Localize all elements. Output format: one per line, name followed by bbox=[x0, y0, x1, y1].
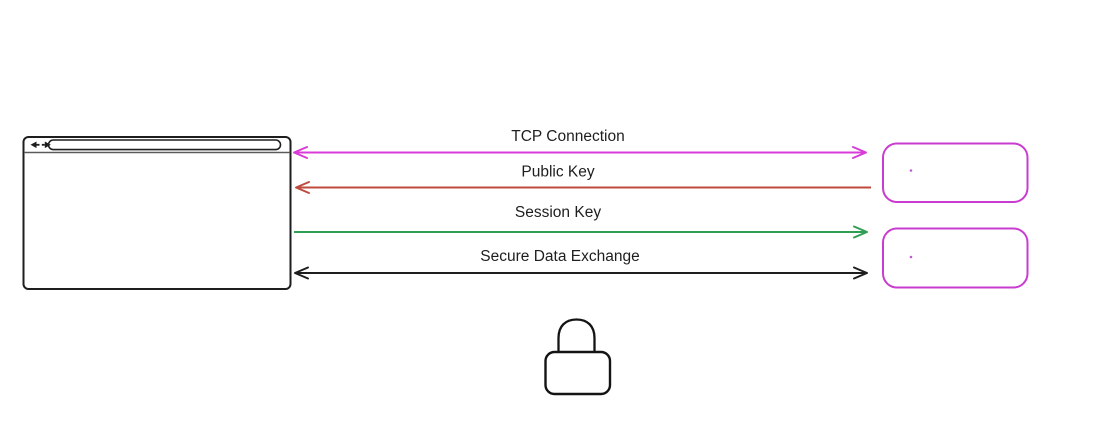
server-box-2-dot bbox=[909, 255, 913, 259]
message-session-key: Session Key bbox=[294, 204, 868, 239]
address-bar bbox=[47, 139, 282, 151]
server-box-1-frame bbox=[882, 142, 1029, 203]
server-box-2-frame bbox=[882, 227, 1029, 289]
message-tcp-connection: TCP Connection bbox=[293, 128, 867, 159]
secure-data-exchange-arrowhead-right bbox=[853, 266, 868, 280]
session-key-label: Session Key bbox=[515, 204, 601, 221]
public-key-label: Public Key bbox=[521, 164, 594, 181]
server-box-2 bbox=[882, 227, 1029, 289]
secure-data-exchange-arrowhead-left bbox=[294, 266, 309, 280]
back-arrow-icon bbox=[30, 141, 40, 149]
tcp-connection-arrowhead-right bbox=[852, 146, 867, 159]
padlock-shackle bbox=[557, 318, 596, 356]
browser-frame bbox=[22, 136, 292, 290]
tcp-connection-label: TCP Connection bbox=[511, 128, 624, 145]
message-public-key: Public Key bbox=[295, 164, 871, 194]
message-secure-data-exchange: Secure Data Exchange bbox=[294, 248, 868, 280]
back-arrow-head bbox=[30, 141, 37, 149]
padlock-icon bbox=[544, 318, 612, 396]
public-key-arrowhead-left bbox=[295, 181, 310, 194]
server-box-1 bbox=[882, 142, 1029, 203]
session-key-arrowhead-right bbox=[853, 225, 868, 239]
padlock-body bbox=[544, 350, 612, 396]
tcp-connection-arrowhead-left bbox=[293, 146, 308, 159]
server-box-1-dot bbox=[909, 169, 913, 172]
secure-data-exchange-label: Secure Data Exchange bbox=[480, 248, 639, 265]
browser-window bbox=[22, 136, 292, 290]
